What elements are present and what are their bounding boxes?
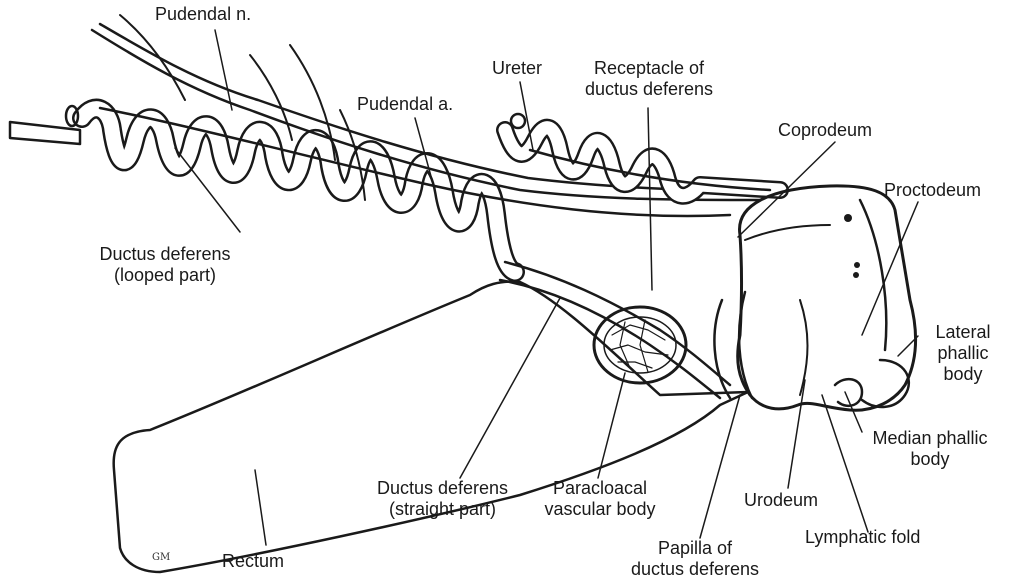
proctodeum-fold xyxy=(860,200,886,350)
label-ductus-deferens-looped: Ductus deferens (looped part) xyxy=(80,244,250,286)
label-ductus-deferens-straight: Ductus deferens (straight part) xyxy=(360,478,525,520)
coprodeum-fold xyxy=(745,225,830,240)
urodeum-fold xyxy=(800,300,808,395)
label-urodeum: Urodeum xyxy=(744,490,818,511)
label-rectum: Rectum xyxy=(222,551,284,572)
label-lateral-line1: Lateral xyxy=(920,322,1006,343)
label-lateral-line3: body xyxy=(920,364,1006,385)
label-median-phallic-body: Median phallic body xyxy=(855,428,1005,470)
nerve-branch-1 xyxy=(120,15,185,100)
dot-1 xyxy=(844,214,852,222)
label-paracloacal-vascular-body: Paracloacal vascular body xyxy=(530,478,670,520)
label-ureter: Ureter xyxy=(492,58,542,79)
label-lateral-line2: phallic xyxy=(920,343,1006,364)
label-receptacle-line2: ductus deferens xyxy=(572,79,726,100)
label-ductus-looped-line2: (looped part) xyxy=(80,265,250,286)
label-lateral-phallic-body: Lateral phallic body xyxy=(920,322,1006,385)
label-papilla-of-ductus-deferens: Papilla of ductus deferens xyxy=(620,538,770,580)
label-ductus-straight-line2: (straight part) xyxy=(360,499,525,520)
label-paracloacal-line2: vascular body xyxy=(530,499,670,520)
paracloacal-mesh xyxy=(610,320,668,372)
label-receptacle-line1: Receptacle of xyxy=(572,58,726,79)
label-paracloacal-line1: Paracloacal xyxy=(530,478,670,499)
label-proctodeum: Proctodeum xyxy=(884,180,981,201)
label-receptacle-of-ductus-deferens: Receptacle of ductus deferens xyxy=(572,58,726,100)
artist-signature: GM xyxy=(152,552,170,563)
label-ductus-straight-line1: Ductus deferens xyxy=(360,478,525,499)
ureter-end xyxy=(511,114,525,128)
label-median-line1: Median phallic xyxy=(855,428,1005,449)
cloaca xyxy=(738,186,916,410)
dot-2 xyxy=(854,262,860,268)
label-pudendal-artery: Pudendal a. xyxy=(357,94,453,115)
label-pudendal-nerve: Pudendal n. xyxy=(155,4,251,25)
label-papilla-line1: Papilla of xyxy=(620,538,770,559)
label-lymphatic-fold: Lymphatic fold xyxy=(805,527,920,548)
label-coprodeum: Coprodeum xyxy=(778,120,872,141)
papilla-column xyxy=(714,292,752,398)
label-median-line2: body xyxy=(855,449,1005,470)
lateral-phallic-body xyxy=(862,360,909,407)
label-ductus-looped-line1: Ductus deferens xyxy=(80,244,250,265)
leader-lines xyxy=(175,30,918,545)
dot-3 xyxy=(853,272,859,278)
label-papilla-line2: ductus deferens xyxy=(620,559,770,580)
